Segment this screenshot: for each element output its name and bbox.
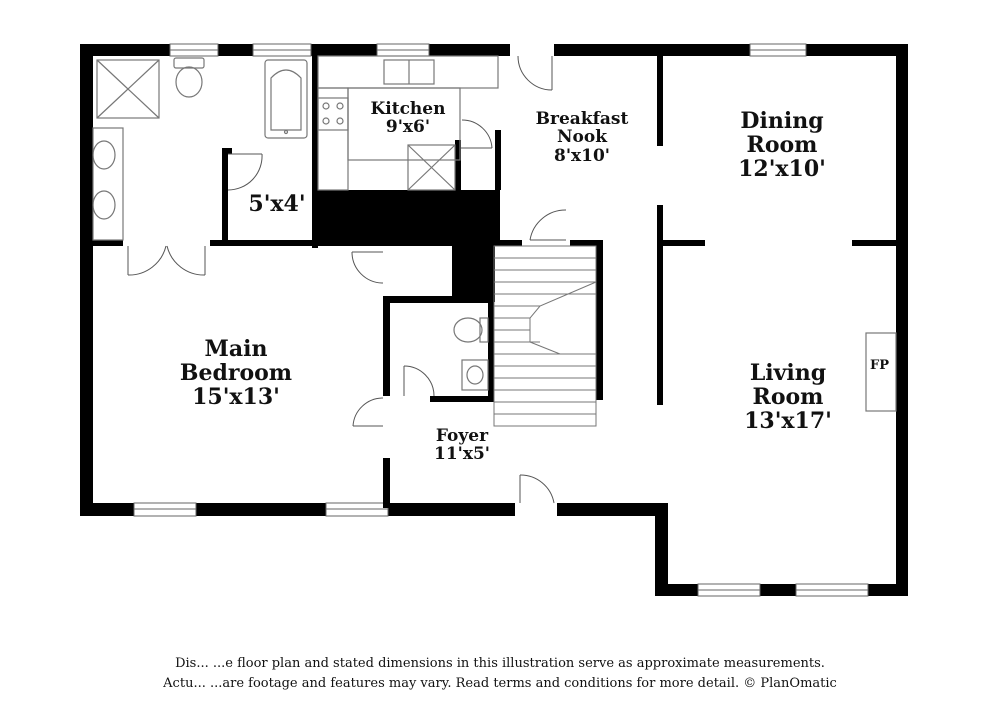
room-dimensions: 9'x6': [385, 117, 431, 138]
room-label-main-bedroom: Main Bedroom 15'x13': [166, 336, 306, 410]
window-lines: [134, 49, 868, 591]
room-name: Kitchen: [370, 99, 446, 119]
room-label-foyer: Foyer 11'x5': [414, 427, 510, 464]
fireplace: [865, 332, 897, 412]
room-dimensions: 5'x4': [248, 191, 306, 217]
room-dimensions: 13'x17': [744, 407, 832, 434]
staircase: [493, 245, 597, 427]
bathroom-fixtures: [92, 57, 308, 241]
room-dimensions: 8'x10': [553, 145, 611, 166]
disclaimer-line-1: Dis... ...e floor plan and stated dimens…: [175, 656, 825, 671]
fireplace-label: FP: [870, 358, 890, 373]
room-name: Living Room: [749, 360, 827, 410]
kitchen-fixtures: [317, 55, 499, 191]
room-dimensions: 12'x10': [738, 155, 826, 182]
room-label-closet: 5'x4': [234, 191, 320, 217]
door-swings: [127, 55, 567, 504]
room-name: Dining Room: [740, 108, 824, 158]
room-name: Breakfast Nook: [535, 109, 629, 148]
room-label-breakfast-nook: Breakfast Nook 8'x10': [522, 110, 642, 165]
room-name: Foyer: [435, 426, 489, 446]
powder-room-fixtures: [453, 317, 489, 391]
room-name: Main Bedroom: [179, 336, 293, 386]
room-dimensions: 11'x5': [433, 444, 491, 465]
interior-walls: [93, 56, 896, 508]
room-label-kitchen: Kitchen 9'x6': [352, 100, 464, 137]
room-dimensions: 15'x13': [192, 383, 280, 410]
disclaimer-line-2: Actu... ...are footage and features may …: [163, 676, 837, 691]
room-label-living-room: Living Room 13'x17': [728, 360, 848, 434]
exterior-door-gaps: [510, 44, 557, 516]
room-label-dining-room: Dining Room 12'x10': [720, 108, 844, 182]
